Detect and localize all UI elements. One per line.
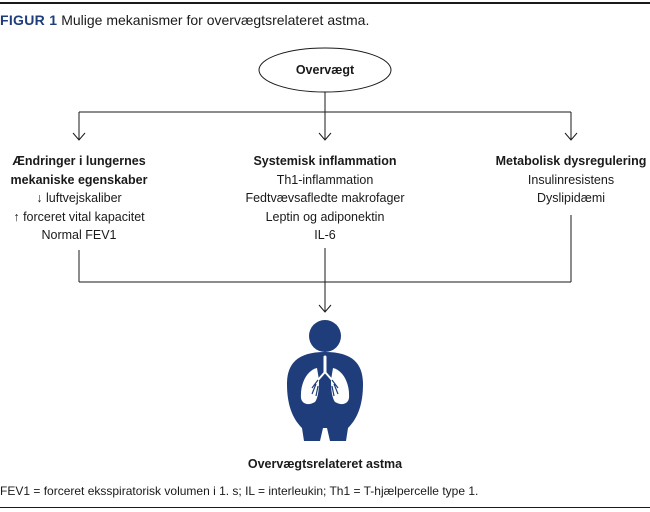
figure-caption: FIGUR 1 Mulige mekanismer for overvægtsr… <box>0 12 369 28</box>
column-item: ↓ luftvejskaliber <box>36 191 122 205</box>
overvaegt-label: Overvægt <box>295 63 355 77</box>
column-item: Th1-inflammation <box>276 172 374 187</box>
column-item: Leptin og adiponektin <box>265 209 385 224</box>
figure-label: FIGUR 1 <box>0 12 58 28</box>
column-heading-line: Ændringer i lungernes <box>12 154 146 168</box>
top-rule <box>0 2 650 4</box>
column-inflammation: Systemisk inflammation Th1-inflammation … <box>205 152 445 245</box>
arrow-left-icon <box>72 132 86 141</box>
column-item: Normal FEV1 <box>41 228 117 242</box>
column-item: Dyslipidæmi <box>536 191 606 205</box>
result-label: Overvægtsrelateret astma <box>247 457 403 471</box>
column-heading-line: Systemisk inflammation <box>253 154 397 168</box>
arrow-down-icon <box>318 304 332 313</box>
column-heading-line: mekaniske egenskaber <box>10 172 148 187</box>
arrow-right-icon <box>564 132 578 141</box>
column-item: IL-6 <box>314 228 336 242</box>
obese-person-lungs-icon <box>287 320 363 441</box>
column-metabolic: Metabolisk dysregulering Insulinresisten… <box>486 152 650 208</box>
column-mechanical: Ændringer i lungernes mekaniske egenskab… <box>0 152 158 245</box>
column-item: Fedtvævsafledte makrofager <box>245 191 405 205</box>
column-item: Insulinresistens <box>527 172 615 187</box>
arrow-center-icon <box>318 132 332 141</box>
column-item: ↑ forceret vital kapacitet <box>13 209 145 224</box>
column-heading-line: Metabolisk dysregulering <box>495 154 647 168</box>
footnote: FEV1 = forceret eksspiratorisk volumen i… <box>0 484 479 498</box>
figure-title: Mulige mekanismer for overvægtsrelateret… <box>61 12 370 28</box>
bottom-rule <box>0 507 650 508</box>
